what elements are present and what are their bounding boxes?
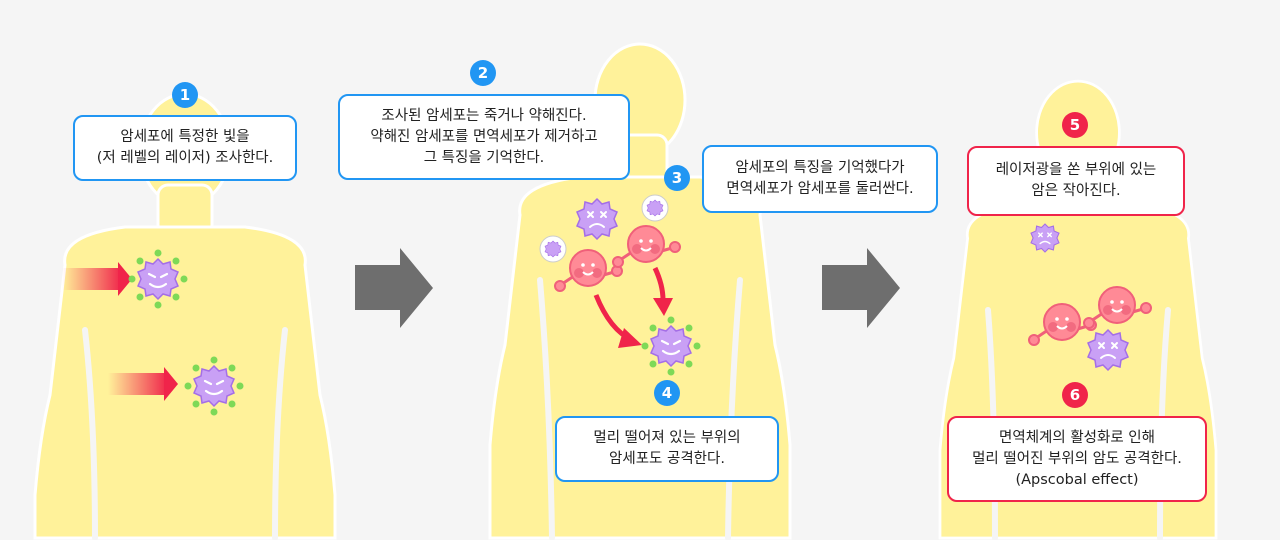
caption-line: (Apscobal effect) <box>1015 471 1139 488</box>
caption-line: 면역체계의 활성화로 인해 <box>999 429 1155 446</box>
step-1-caption: 암세포에 특정한 빛을 (저 레벨의 레이저) 조사한다. <box>73 115 297 181</box>
step-number-6: 6 <box>1062 382 1088 408</box>
caption-line: 레이저광을 쏜 부위에 있는 <box>995 162 1157 178</box>
step-5-caption: 레이저광을 쏜 부위에 있는 암은 작아진다. <box>967 146 1185 216</box>
caption-line: 멀리 떨어져 있는 부위의 <box>593 430 741 446</box>
caption-line: 멀리 떨어진 부위의 암도 공격한다. <box>972 450 1182 467</box>
caption-line: 조사된 암세포는 죽거나 약해진다. <box>381 107 587 124</box>
caption-line: 암세포의 특징을 기억했다가 <box>735 160 905 176</box>
step-6-caption: 면역체계의 활성화로 인해 멀리 떨어진 부위의 암도 공격한다. (Apsco… <box>947 416 1207 502</box>
memory-bubble-icon <box>641 194 669 222</box>
step-number-1: 1 <box>172 82 198 108</box>
step-3-caption: 암세포의 특징을 기억했다가 면역세포가 암세포를 둘러싼다. <box>702 145 938 213</box>
laser-beam-icon <box>62 262 132 296</box>
step-number-3: 3 <box>664 165 690 191</box>
step-number-4: 4 <box>654 380 680 406</box>
attack-arrow-icon <box>652 266 673 316</box>
caption-line: 그 특징을 기억한다. <box>423 149 545 166</box>
caption-line: 면역세포가 암세포를 둘러싼다. <box>726 181 914 197</box>
caption-line: 암세포도 공격한다. <box>609 451 725 467</box>
caption-line: 약해진 암세포를 면역세포가 제거하고 <box>370 128 598 145</box>
memory-bubble-icon <box>539 235 567 263</box>
arrow-right-icon <box>355 248 433 328</box>
step-number-5: 5 <box>1062 112 1088 138</box>
step-2-caption: 조사된 암세포는 죽거나 약해진다. 약해진 암세포를 면역세포가 제거하고 그… <box>338 94 630 180</box>
caption-line: (저 레벨의 레이저) 조사한다. <box>96 150 274 166</box>
arm-gaps <box>82 277 1171 540</box>
caption-line: 암은 작아진다. <box>1031 183 1121 199</box>
step-4-caption: 멀리 떨어져 있는 부위의 암세포도 공격한다. <box>555 416 779 482</box>
step-number-2: 2 <box>470 60 496 86</box>
attack-arrow-icon <box>593 294 642 348</box>
laser-beam-icon <box>108 367 178 401</box>
caption-line: 암세포에 특정한 빛을 <box>120 129 250 145</box>
arrow-right-icon <box>822 248 900 328</box>
